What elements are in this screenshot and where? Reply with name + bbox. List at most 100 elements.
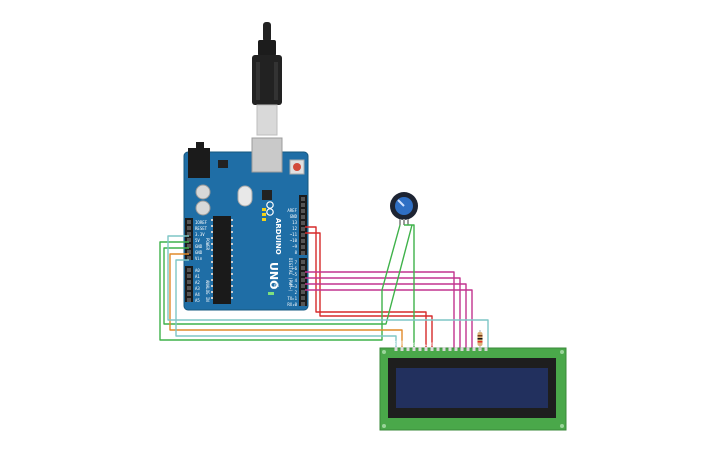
led-tx [262, 213, 266, 216]
header-pin[interactable] [301, 278, 305, 282]
chip-pin [211, 249, 213, 251]
lcd-pin-label: D6 [466, 342, 470, 346]
chip-pin [211, 219, 213, 221]
lcd-pin[interactable] [472, 347, 476, 351]
lcd-pin[interactable] [430, 347, 434, 351]
header-pin[interactable] [187, 220, 191, 224]
header-pin[interactable] [301, 227, 305, 231]
lcd-pin-label: D5 [460, 342, 464, 346]
header-pin[interactable] [187, 268, 191, 272]
lcd-pin-label: D4 [454, 342, 458, 346]
lcd-pin[interactable] [412, 347, 416, 351]
resistor[interactable] [477, 330, 483, 350]
lcd-16x2[interactable]: VSSVDDV0RSRWED0D1D2D3D4D5D6D7AK [379, 340, 567, 431]
header-pin[interactable] [187, 244, 191, 248]
wire[interactable] [305, 289, 473, 350]
lcd-pin-label: K [484, 344, 488, 346]
header-pin[interactable] [187, 298, 191, 302]
lcd-pin[interactable] [406, 347, 410, 351]
chip-pin [211, 279, 213, 281]
wire[interactable] [167, 235, 489, 350]
header-pin[interactable] [301, 284, 305, 288]
header-pin[interactable] [301, 215, 305, 219]
lcd-pin-label: VDD [400, 340, 404, 346]
lcd-pin[interactable] [460, 347, 464, 351]
pin-label: 2 [295, 290, 298, 295]
lcd-pin[interactable] [484, 347, 488, 351]
header-pin[interactable] [187, 280, 191, 284]
pin-label: RESET [195, 226, 208, 231]
wire[interactable] [169, 253, 403, 350]
lcd-pin[interactable] [442, 347, 446, 351]
wires [159, 224, 489, 350]
header-pin[interactable] [301, 221, 305, 225]
led-on [268, 292, 274, 295]
lcd-pin[interactable] [448, 347, 452, 351]
potentiometer[interactable] [390, 192, 418, 225]
chip-pin [231, 225, 233, 227]
header-pin[interactable] [301, 203, 305, 207]
lcd-pin[interactable] [424, 347, 428, 351]
lcd-pin-label: D7 [472, 342, 476, 346]
header-pin[interactable] [301, 239, 305, 243]
pin-label: GND [290, 214, 298, 219]
header-pin[interactable] [301, 245, 305, 249]
pin-label: ~11 [290, 232, 298, 237]
pin-label: 4 [295, 278, 298, 283]
header-pin[interactable] [187, 232, 191, 236]
header-pin[interactable] [187, 238, 191, 242]
digital-header-pins[interactable] [301, 197, 305, 306]
header-pin[interactable] [301, 209, 305, 213]
chip-pin [231, 261, 233, 263]
header-pin[interactable] [301, 233, 305, 237]
wire[interactable] [163, 224, 413, 325]
chip-pin [231, 291, 233, 293]
digital-section-label: DIGITAL (PWM~) [288, 258, 293, 292]
header-pin[interactable] [301, 260, 305, 264]
wire[interactable] [404, 224, 415, 350]
pin-label: GND [195, 244, 203, 249]
wire[interactable] [159, 224, 401, 341]
chip-pin [231, 255, 233, 257]
header-pin[interactable] [301, 266, 305, 270]
wire[interactable] [305, 271, 455, 350]
header-pin[interactable] [301, 290, 305, 294]
wire[interactable] [305, 277, 461, 350]
header-pin[interactable] [301, 197, 305, 201]
header-pin[interactable] [301, 302, 305, 306]
capacitor [195, 184, 211, 200]
header-pin[interactable] [187, 274, 191, 278]
header-pin[interactable] [301, 251, 305, 255]
header-pin[interactable] [301, 272, 305, 276]
header-pin[interactable] [187, 256, 191, 260]
pin-label: A5 [195, 298, 200, 303]
chip-pins [211, 219, 233, 299]
lcd-pin-label: D1 [436, 342, 440, 346]
header-pin[interactable] [187, 286, 191, 290]
wire[interactable] [305, 232, 433, 350]
lcd-pin[interactable] [400, 347, 404, 351]
pin-label: GND [195, 250, 203, 255]
header-pin[interactable] [187, 292, 191, 296]
lcd-pin[interactable] [454, 347, 458, 351]
chip-pin [211, 237, 213, 239]
reset-button-cap[interactable] [293, 163, 301, 171]
header-pin[interactable] [301, 296, 305, 300]
lcd-pin[interactable] [466, 347, 470, 351]
wire[interactable] [175, 259, 397, 350]
lcd-pin[interactable] [418, 347, 422, 351]
pin-label: ~10 [290, 238, 298, 243]
power-analog-header-pins[interactable] [187, 220, 191, 302]
wire[interactable] [305, 226, 427, 350]
lcd-pin[interactable] [394, 347, 398, 351]
lcd-pin-label: VSS [394, 340, 398, 346]
header-pin[interactable] [187, 226, 191, 230]
lcd-pin[interactable] [436, 347, 440, 351]
pin-label: Vin [195, 256, 203, 261]
chip-pin [211, 261, 213, 263]
wire[interactable] [305, 283, 467, 350]
header-pin[interactable] [187, 250, 191, 254]
pin-label: A2 [195, 280, 200, 285]
